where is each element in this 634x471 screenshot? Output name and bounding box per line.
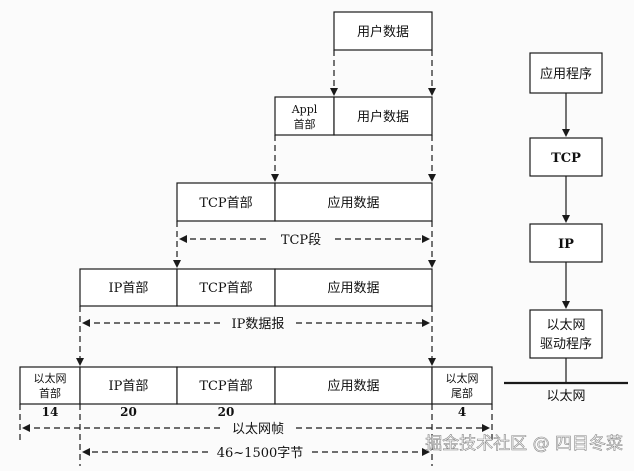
stack-tcp-label: TCP [551, 151, 581, 166]
tcp-segment-label: TCP段 [281, 233, 321, 248]
tcp-header-box-2 [176, 268, 276, 307]
tcp-header-label-2: TCP首部 [199, 281, 252, 296]
tcp-header-label: TCP首部 [199, 196, 252, 211]
ethernet-frame-label: 以太网帧 [232, 422, 284, 437]
row-user-data: 用户数据 [333, 11, 433, 51]
eth-header-size: 14 [42, 405, 59, 419]
stack-driver-box [529, 309, 603, 359]
stack-ip-box [529, 223, 603, 263]
ip-header-label: IP首部 [109, 281, 149, 296]
row-ethernet-frame: 以太网 首部 IP首部 TCP首部 应用数据 以太网 尾部 [19, 366, 493, 405]
stack-driver-label-1: 以太网 [546, 318, 585, 333]
payload-range-span: 46~1500字节 [79, 404, 433, 466]
ip-datagram-label: IP数据报 [232, 317, 285, 332]
row-ip-datagram: IP首部 TCP首部 应用数据 [79, 268, 433, 307]
user-data-box-2 [333, 96, 433, 136]
app-data-label: 应用数据 [327, 195, 379, 211]
watermark: 掘金技术社区 @ 四目冬菜 [425, 434, 623, 454]
stack-tcp-box [529, 137, 603, 177]
protocol-stack: 应用程序 TCP IP 以太网 驱动程序 以太网 [504, 52, 628, 404]
tcp-segment-span: TCP段 [179, 233, 430, 248]
stack-app-box [529, 52, 603, 94]
tcp-header-box-3 [176, 366, 276, 405]
app-data-label-2: 应用数据 [327, 280, 379, 296]
payload-range-label: 46~1500字节 [217, 446, 304, 461]
appl-header-box [274, 96, 335, 136]
stack-app-label: 应用程序 [540, 66, 592, 82]
eth-header-label-2: 首部 [39, 386, 61, 400]
app-data-label-3: 应用数据 [327, 378, 379, 394]
ethernet-frame-span: 以太网帧 [19, 404, 493, 440]
row-tcp-segment: TCP首部 应用数据 [176, 182, 433, 222]
eth-header-box [19, 366, 81, 405]
network-label: 以太网 [546, 389, 585, 404]
ip-header-box [79, 268, 178, 307]
tcp-header-size: 20 [218, 405, 235, 419]
stack-driver-label-2: 驱动程序 [540, 337, 592, 352]
appl-header-label-2: 首部 [294, 117, 316, 131]
user-data-box [333, 11, 433, 51]
ip-header-label-2: IP首部 [109, 379, 149, 394]
tcp-header-box [176, 182, 276, 222]
ip-datagram-span: IP数据报 [82, 317, 430, 332]
eth-trailer-label-2: 尾部 [451, 386, 473, 400]
appl-header-label-1: Appl [291, 103, 318, 116]
eth-trailer-label-1: 以太网 [446, 372, 479, 385]
app-data-box [274, 182, 433, 222]
ip-header-size: 20 [120, 405, 137, 419]
eth-trailer-box [431, 366, 493, 405]
tcp-header-label-3: TCP首部 [199, 379, 252, 394]
user-data-label-2: 用户数据 [357, 109, 409, 125]
eth-trailer-size: 4 [458, 405, 466, 419]
row-app-data: Appl 首部 用户数据 [274, 96, 433, 136]
stack-ip-label: IP [558, 237, 574, 252]
app-data-box-2 [274, 268, 433, 307]
eth-header-label-1: 以太网 [34, 372, 67, 385]
byte-counts: 14 20 20 4 [42, 405, 467, 419]
user-data-label: 用户数据 [357, 24, 409, 40]
